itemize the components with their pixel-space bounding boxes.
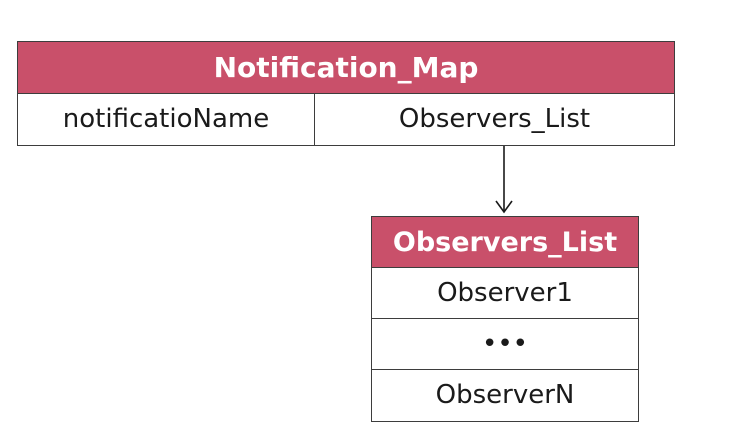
observers-list-table: Observers_List Observer1 ••• ObserverN xyxy=(371,216,639,422)
observer-item: ObserverN xyxy=(435,380,575,410)
observers-list-title: Observers_List xyxy=(372,217,638,268)
notification-map-table: Notification_Map notificatioName Observe… xyxy=(17,41,675,146)
observer-item: Observer1 xyxy=(372,268,638,319)
notification-name-cell: notificatioName xyxy=(18,94,315,145)
observers-list-cell: Observers_List xyxy=(398,104,591,134)
notification-map-row: notificatioName Observers_List xyxy=(18,94,674,145)
observer-ellipsis: ••• xyxy=(372,319,638,370)
notification-map-title: Notification_Map xyxy=(18,42,674,94)
